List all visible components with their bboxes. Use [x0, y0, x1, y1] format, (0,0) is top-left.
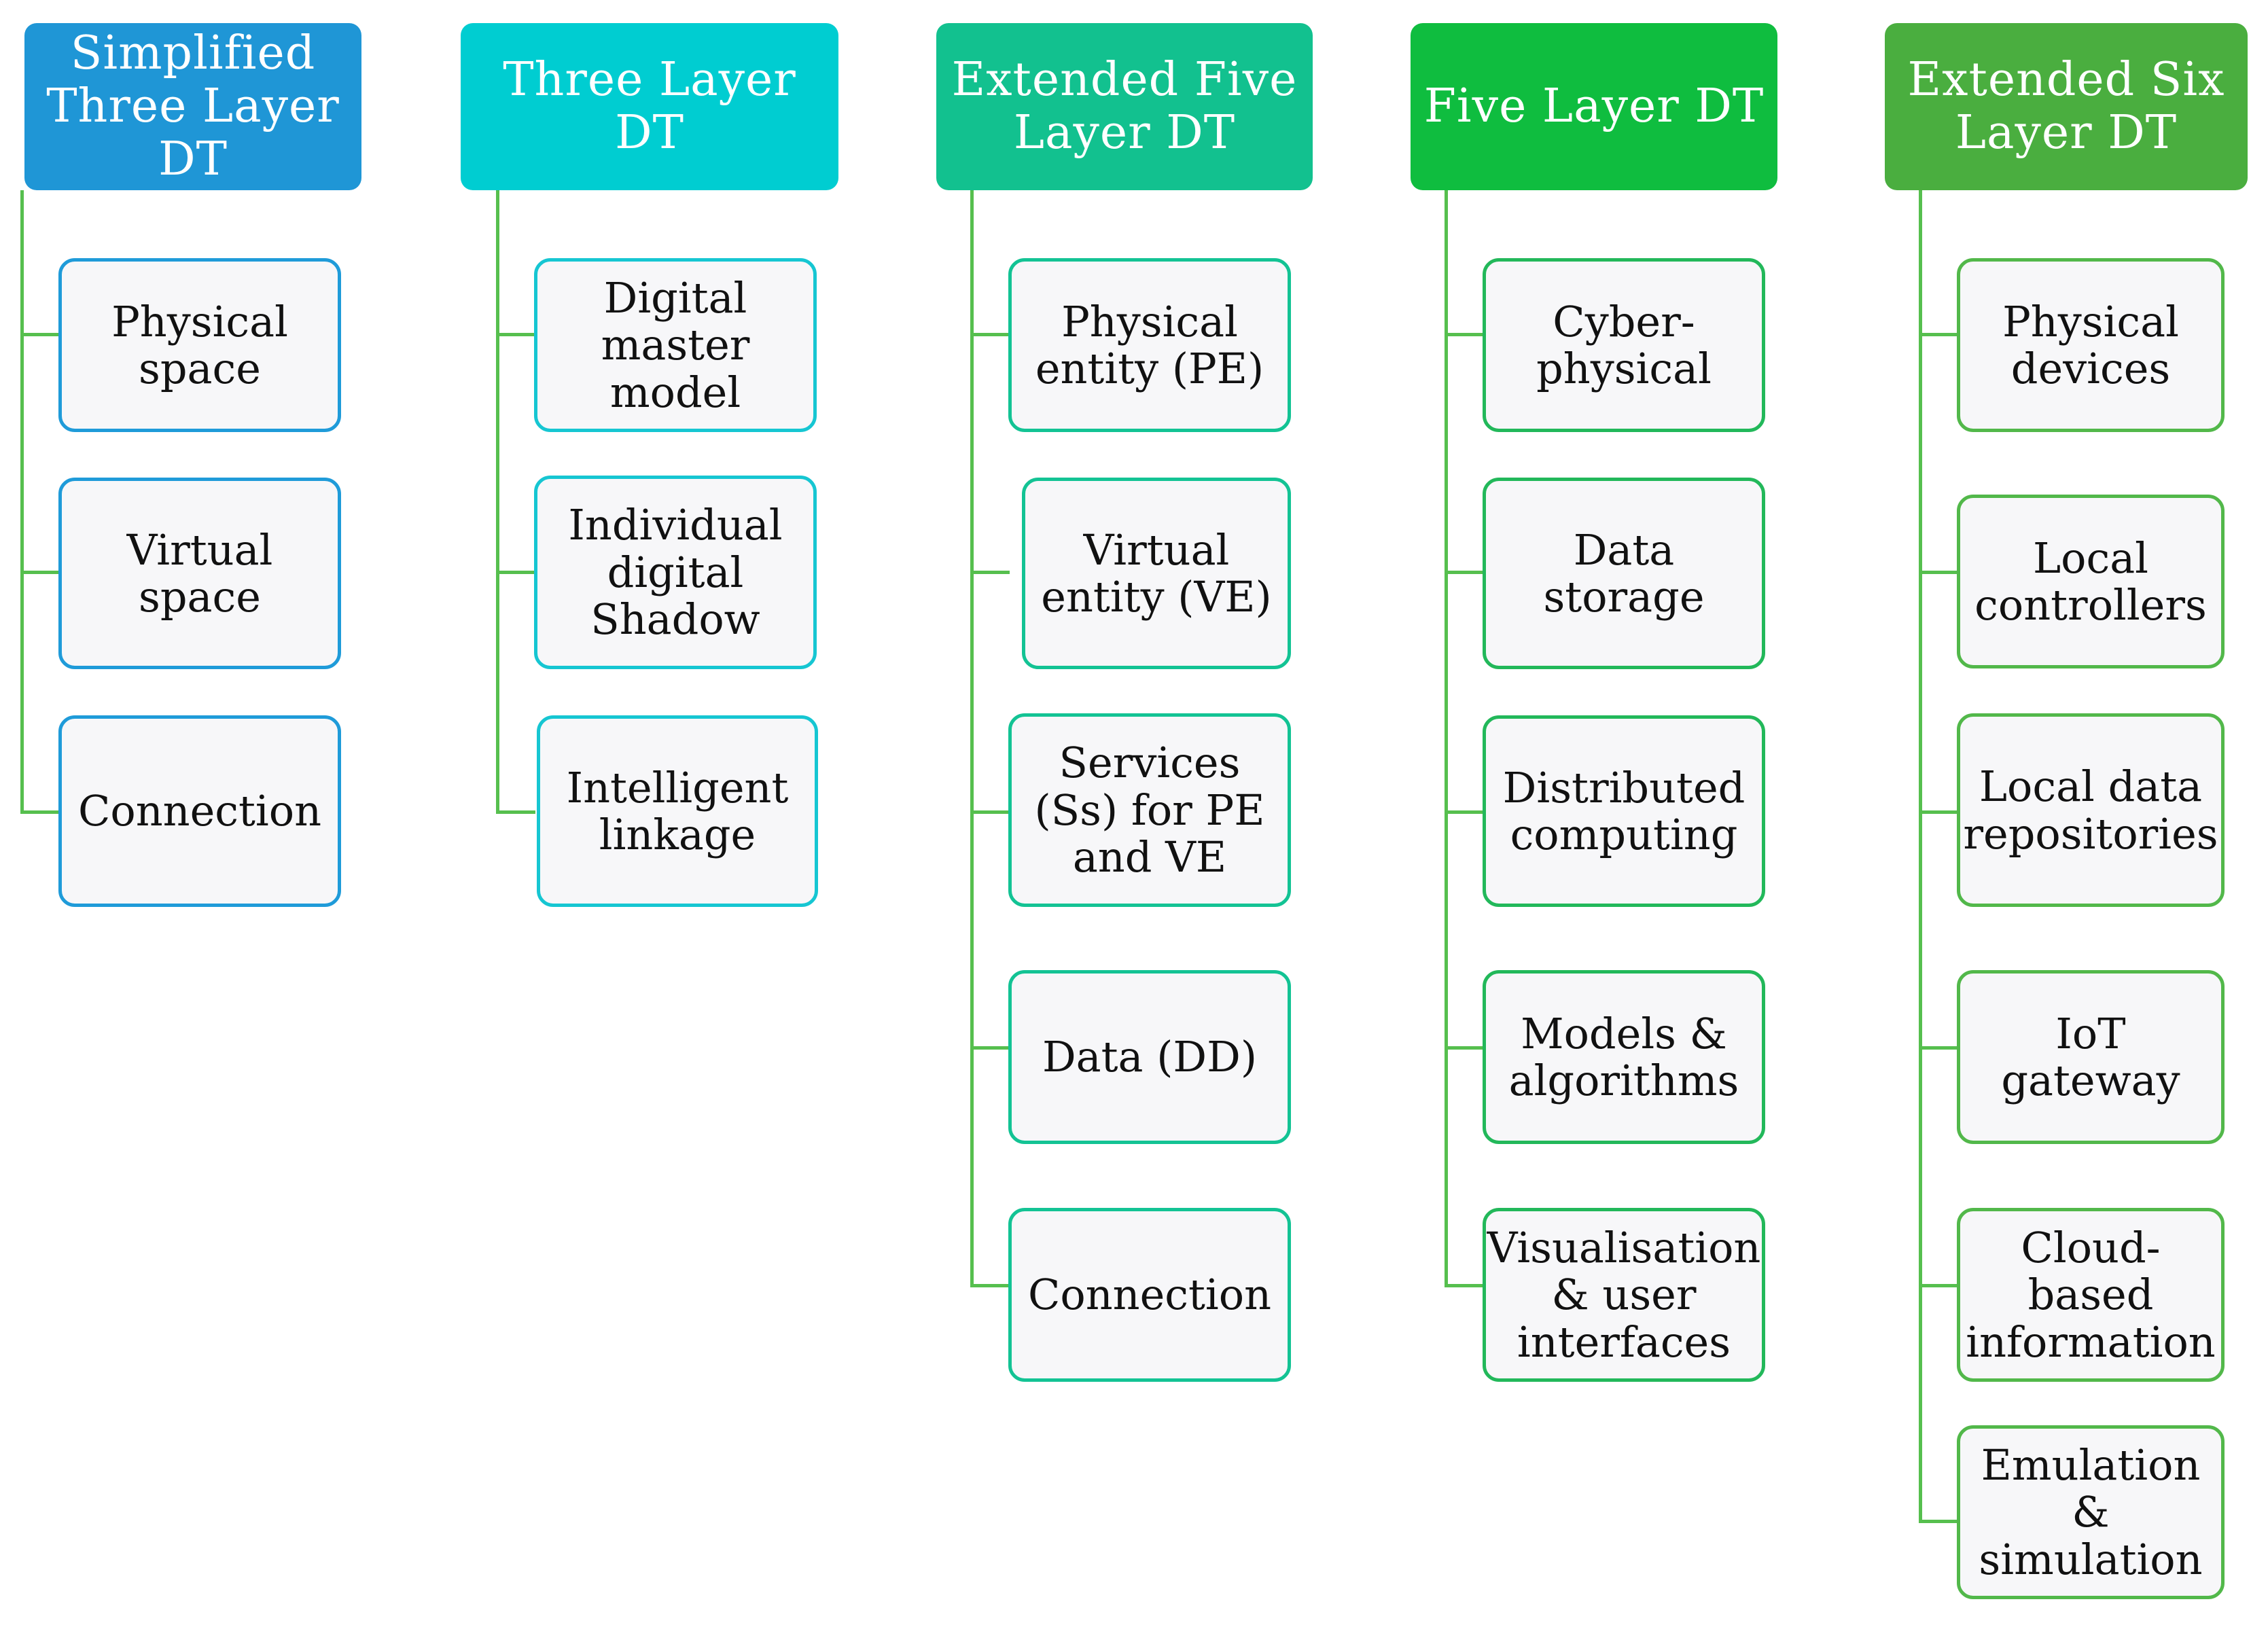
connector-branch: [970, 333, 1010, 336]
connector-branch: [1445, 810, 1484, 814]
connector-branch: [1445, 1046, 1484, 1050]
layer-box: Services (Ss) for PE and VE: [1008, 713, 1291, 907]
layer-box: Digital master model: [534, 258, 817, 432]
connector-branch: [1919, 1520, 1958, 1523]
connector-branch: [496, 571, 535, 574]
connector-branch: [970, 1046, 1010, 1050]
connector-branch: [1919, 1046, 1958, 1050]
connector-spine: [496, 190, 499, 814]
connector-branch: [1919, 333, 1958, 336]
connector-branch: [970, 810, 1010, 814]
column-header: Simplified Three Layer DT: [24, 23, 361, 190]
layer-box: Connection: [58, 715, 341, 907]
connector-spine: [1919, 190, 1922, 1523]
layer-box: Cloud-based information: [1957, 1208, 2225, 1382]
layer-box: Physical space: [58, 258, 341, 432]
layer-box: Local controllers: [1957, 495, 2225, 668]
layer-box: Intelligent linkage: [537, 715, 818, 907]
layer-box: Virtual space: [58, 478, 341, 669]
layer-box: Individual digital Shadow: [534, 476, 817, 669]
connector-spine: [20, 190, 24, 814]
layer-box: Data (DD): [1008, 970, 1291, 1144]
connector-spine: [970, 190, 974, 1287]
layer-box: Connection: [1008, 1208, 1291, 1382]
layer-box: Distributed computing: [1483, 715, 1765, 907]
column-header: Three Layer DT: [461, 23, 838, 190]
connector-branch: [1919, 1284, 1958, 1287]
layer-box: Virtual entity (VE): [1022, 478, 1291, 669]
connector-branch: [1445, 571, 1484, 574]
connector-branch: [970, 1284, 1010, 1287]
connector-spine: [1445, 190, 1448, 1287]
connector-branch: [1445, 1284, 1484, 1287]
connector-branch: [20, 810, 60, 814]
layer-box: IoT gateway: [1957, 970, 2225, 1144]
layer-box: Cyber-physical: [1483, 258, 1765, 432]
connector-branch: [20, 333, 60, 336]
layer-box: Visualisation & user interfaces: [1483, 1208, 1765, 1382]
layer-box: Emulation & simulation: [1957, 1425, 2225, 1599]
connector-branch: [496, 810, 535, 814]
layer-box: Data storage: [1483, 478, 1765, 669]
connector-branch: [1919, 571, 1958, 574]
layer-box: Local data repositories: [1957, 713, 2225, 907]
layer-box: Physical devices: [1957, 258, 2225, 432]
layer-box: Models & algorithms: [1483, 970, 1765, 1144]
connector-branch: [1919, 810, 1958, 814]
connector-branch: [970, 571, 1010, 574]
column-header: Five Layer DT: [1411, 23, 1777, 190]
layer-box: Physical entity (PE): [1008, 258, 1291, 432]
connector-branch: [1445, 333, 1484, 336]
connector-branch: [496, 333, 535, 336]
connector-branch: [20, 571, 60, 574]
column-header: Extended Six Layer DT: [1885, 23, 2248, 190]
column-header: Extended Five Layer DT: [936, 23, 1313, 190]
